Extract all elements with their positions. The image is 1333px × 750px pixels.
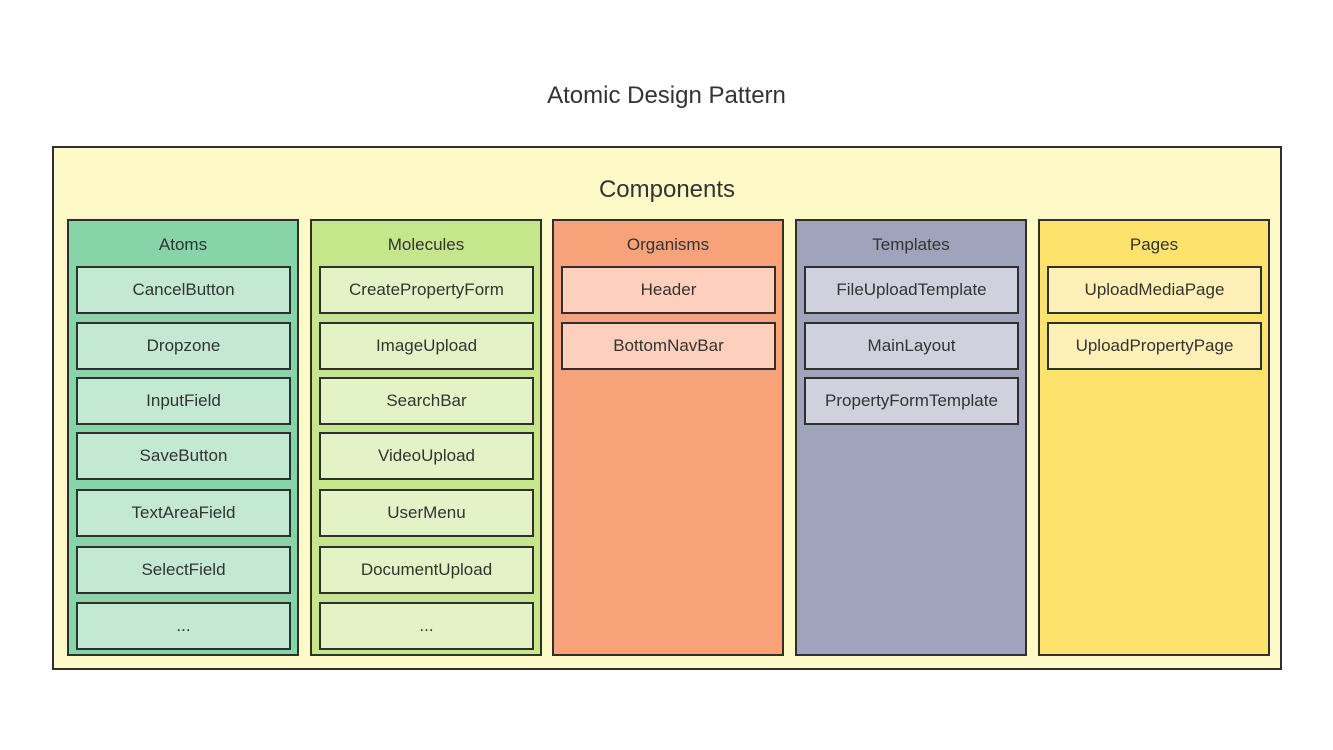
component-box: SearchBar: [319, 377, 534, 425]
component-box: CreatePropertyForm: [319, 266, 534, 314]
component-box: VideoUpload: [319, 432, 534, 480]
component-box: InputField: [76, 377, 291, 425]
component-box: UploadPropertyPage: [1047, 322, 1262, 370]
component-box: UserMenu: [319, 489, 534, 537]
component-box: FileUploadTemplate: [804, 266, 1019, 314]
page-title: Atomic Design Pattern: [547, 82, 786, 109]
column-title: Atoms: [158, 235, 208, 254]
component-box: PropertyFormTemplate: [804, 377, 1019, 425]
component-box: UploadMediaPage: [1047, 266, 1262, 314]
component-box: ImageUpload: [319, 322, 534, 370]
component-box: ...: [319, 602, 534, 650]
component-box: ...: [76, 602, 291, 650]
column-title: Templates: [872, 235, 950, 254]
component-box: Dropzone: [76, 322, 291, 370]
component-box: TextAreaField: [76, 489, 291, 537]
component-box: SaveButton: [76, 432, 291, 480]
column-title: Molecules: [387, 235, 465, 254]
components-label: Components: [598, 176, 736, 203]
component-box: CancelButton: [76, 266, 291, 314]
component-box: DocumentUpload: [319, 546, 534, 594]
component-box: BottomNavBar: [561, 322, 776, 370]
column-title: Pages: [1129, 235, 1179, 254]
component-box: Header: [561, 266, 776, 314]
column-title: Organisms: [626, 235, 710, 254]
component-box: MainLayout: [804, 322, 1019, 370]
component-box: SelectField: [76, 546, 291, 594]
